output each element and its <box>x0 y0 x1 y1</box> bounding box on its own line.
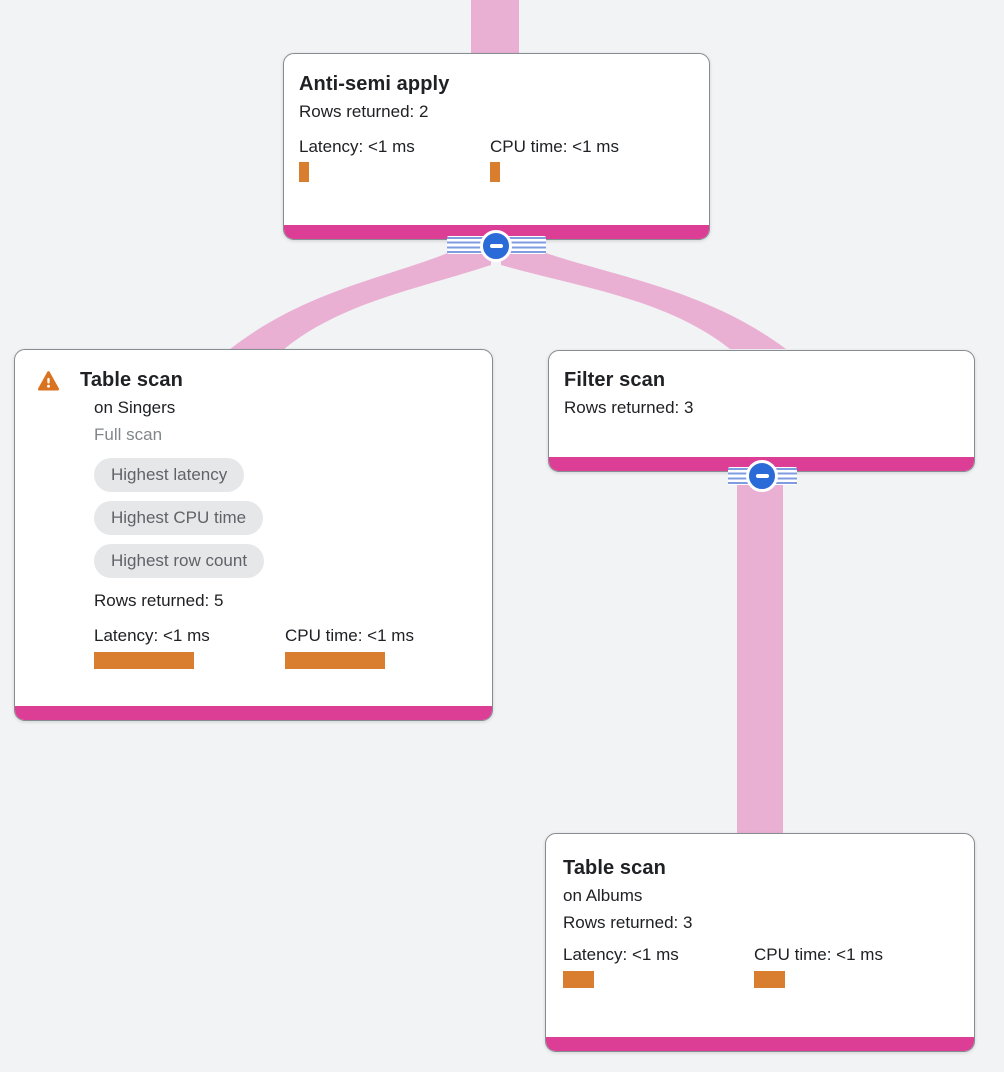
latency-metric: Latency: <1 ms <box>563 943 754 988</box>
rows-returned-label: Rows returned: 3 <box>564 398 694 417</box>
badge-highest-row-count: Highest row count <box>94 544 265 578</box>
node-title: Table scan <box>80 369 183 391</box>
node-title: Anti-semi apply <box>299 73 450 95</box>
rows-returned-label: Rows returned: 5 <box>94 591 224 610</box>
cpu-time-metric: CPU time: <1 ms <box>754 943 945 988</box>
latency-bar <box>299 162 309 182</box>
flow-ribbon-to-filter-scan <box>501 250 786 349</box>
collapse-button-anti-semi-apply[interactable] <box>480 230 512 262</box>
metrics-row: Latency: <1 ms CPU time: <1 ms <box>299 135 694 182</box>
node-accent-bar <box>15 706 492 720</box>
cpu-time-metric: CPU time: <1 ms <box>285 624 476 669</box>
latency-metric: Latency: <1 ms <box>299 135 490 182</box>
cpu-time-label: CPU time: <1 ms <box>754 945 883 964</box>
cpu-time-label: CPU time: <1 ms <box>285 626 414 645</box>
latency-label: Latency: <1 ms <box>94 626 210 645</box>
scan-type-label: Full scan <box>94 425 163 444</box>
rows-returned-label: Rows returned: 2 <box>299 102 429 121</box>
node-anti-semi-apply[interactable]: Anti-semi apply Rows returned: 2 Latency… <box>283 53 710 240</box>
node-accent-bar <box>546 1037 974 1051</box>
flow-ribbon-root-input <box>471 0 519 60</box>
latency-label: Latency: <1 ms <box>299 137 415 156</box>
badge-highest-latency: Highest latency <box>94 458 245 492</box>
latency-metric: Latency: <1 ms <box>94 624 285 669</box>
node-table-scan-singers[interactable]: Table scan on Singers Full scan Highest … <box>14 349 493 721</box>
rows-returned-label: Rows returned: 3 <box>563 913 693 932</box>
cpu-time-label: CPU time: <1 ms <box>490 137 619 156</box>
badge-highest-cpu-time: Highest CPU time <box>94 501 264 535</box>
cpu-time-bar <box>285 652 385 669</box>
node-header: Table scan <box>30 366 477 394</box>
node-body: on Singers Full scan Highest latency Hig… <box>94 394 477 669</box>
minus-icon <box>755 474 769 478</box>
flow-ribbon-to-table-scan-albums <box>737 472 783 840</box>
node-filter-scan[interactable]: Filter scan Rows returned: 3 <box>548 350 975 472</box>
cpu-time-metric: CPU time: <1 ms <box>490 135 681 182</box>
scan-target-label: on Singers <box>94 398 176 417</box>
flow-ribbon-to-table-scan-singers <box>229 250 491 350</box>
warning-icon[interactable] <box>37 370 60 391</box>
node-table-scan-albums[interactable]: Table scan on Albums Rows returned: 3 La… <box>545 833 975 1052</box>
latency-bar <box>563 971 594 988</box>
node-title: Filter scan <box>564 369 666 391</box>
cpu-time-bar <box>490 162 500 182</box>
collapse-button-filter-scan[interactable] <box>746 460 778 492</box>
node-title: Table scan <box>563 857 666 879</box>
cpu-time-bar <box>754 971 785 988</box>
latency-label: Latency: <1 ms <box>563 945 679 964</box>
latency-bar <box>94 652 194 669</box>
scan-target-label: on Albums <box>563 886 643 905</box>
metrics-row: Latency: <1 ms CPU time: <1 ms <box>563 943 959 988</box>
minus-icon <box>489 244 503 248</box>
metrics-row: Latency: <1 ms CPU time: <1 ms <box>94 624 477 669</box>
highlight-badges: Highest latency Highest CPU time Highest… <box>94 458 477 578</box>
